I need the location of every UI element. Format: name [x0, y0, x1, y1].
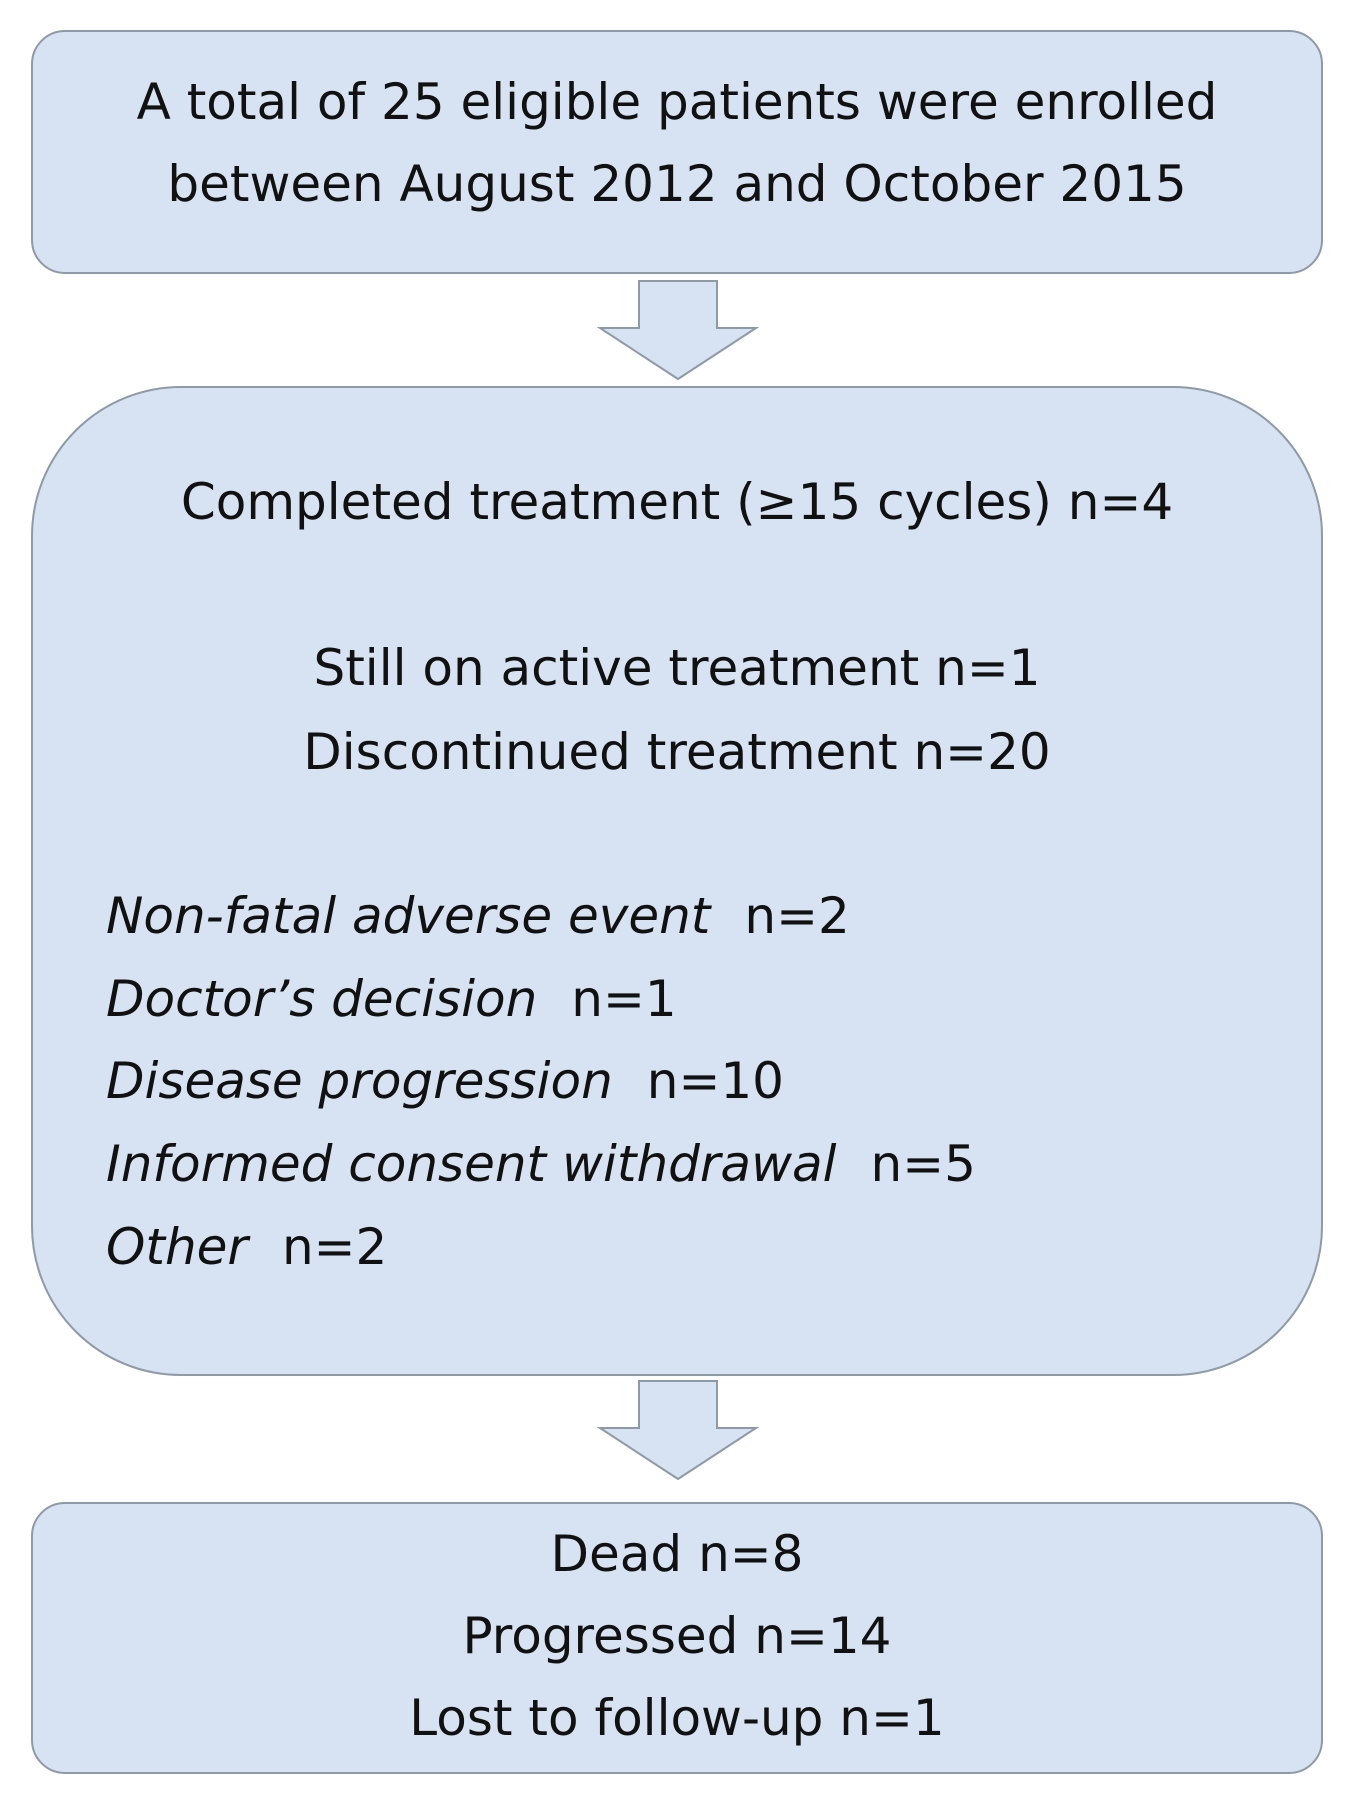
reason-label: Doctor’s decision [106, 970, 538, 1028]
reason-count: n=5 [870, 1135, 976, 1193]
enrollment-line-2: between August 2012 and October 2015 [167, 155, 1187, 213]
discontinued-text: Discontinued treatment n=20 [303, 723, 1051, 781]
reason-item: Other n=2 [106, 1217, 387, 1277]
lost-to-follow-up-text: Lost to follow-up n=1 [409, 1689, 945, 1747]
reason-label: Disease progression [106, 1052, 613, 1110]
down-arrow-icon [597, 280, 759, 381]
reason-label: Other [106, 1218, 248, 1276]
reason-item: Informed consent withdrawal n=5 [106, 1134, 976, 1194]
completed-treatment-text: Completed treatment (≥15 cycles) n=4 [180, 473, 1174, 531]
reason-item: Disease progression n=10 [106, 1051, 784, 1111]
reason-count: n=1 [571, 970, 677, 1028]
outcomes-box: Dead n=8 Progressed n=14 Lost to follow-… [31, 1502, 1323, 1774]
enrollment-box: A total of 25 eligible patients were enr… [31, 30, 1323, 274]
reason-count: n=10 [646, 1052, 784, 1110]
enrollment-line-1: A total of 25 eligible patients were enr… [136, 73, 1218, 131]
reason-count: n=2 [281, 1218, 388, 1276]
reason-label: Non-fatal adverse event [106, 887, 711, 945]
still-active-text: Still on active treatment n=1 [313, 639, 1041, 697]
reason-label: Informed consent withdrawal [106, 1135, 837, 1193]
treatment-box: Completed treatment (≥15 cycles) n=4 Sti… [31, 386, 1323, 1376]
reason-item: Doctor’s decision n=1 [106, 969, 677, 1029]
reason-item: Non-fatal adverse event n=2 [106, 886, 850, 946]
reason-count: n=2 [744, 887, 850, 945]
dead-text: Dead n=8 [550, 1525, 804, 1583]
progressed-text: Progressed n=14 [462, 1607, 892, 1665]
down-arrow-icon [597, 1380, 759, 1481]
